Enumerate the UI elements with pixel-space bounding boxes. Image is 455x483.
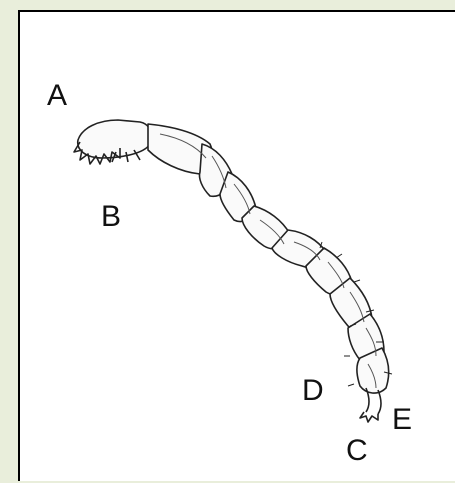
label-a: A <box>47 81 67 111</box>
label-b: B <box>101 202 121 232</box>
label-d: D <box>302 376 324 406</box>
label-e: E <box>392 405 412 435</box>
larva-head <box>78 120 152 158</box>
figure-panel: A B C D E <box>18 10 455 481</box>
label-c: C <box>346 436 368 466</box>
larva-illustration <box>20 12 455 483</box>
